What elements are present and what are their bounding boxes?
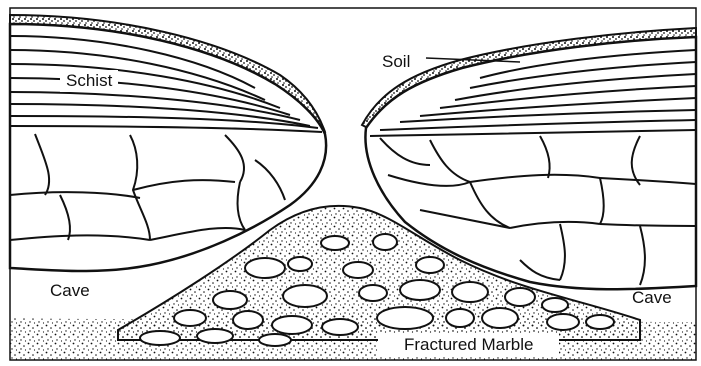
cave-right-label: Cave <box>626 287 678 309</box>
schist-label: Schist <box>60 70 118 92</box>
fractured-marble-label: Fractured Marble <box>378 333 559 357</box>
soil-label: Soil <box>378 51 414 73</box>
cave-left-label: Cave <box>44 280 96 302</box>
